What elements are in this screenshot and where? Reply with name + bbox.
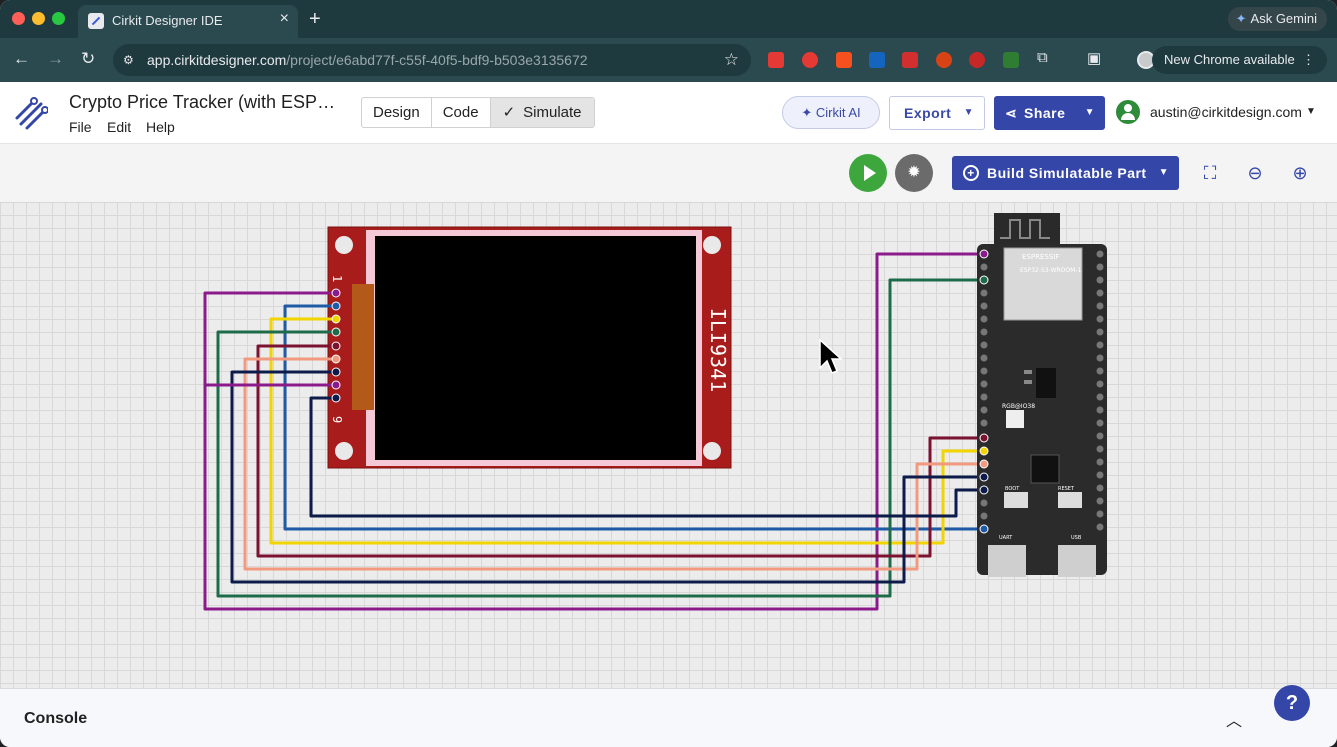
export-button[interactable]: Export ▼	[889, 96, 985, 130]
simulation-toolbar: ✹ + Build Simulatable Part ▼ ⛶ ⊖ ⊕	[0, 144, 1337, 202]
url-host: app.cirkitdesigner.com	[147, 52, 286, 68]
extension-icon[interactable]	[902, 52, 918, 68]
usb-label: USB	[1071, 535, 1082, 541]
gemini-icon: ✦	[1236, 11, 1247, 26]
address-bar[interactable]: ⚙ app.cirkitdesigner.com/project/e6abd77…	[113, 44, 751, 76]
tab-search-icon[interactable]: ▣	[1087, 49, 1101, 67]
display-pins	[332, 289, 340, 402]
browser-toolbar: ← → ↻ ⚙ app.cirkitdesigner.com/project/e…	[0, 38, 1337, 82]
chevron-down-icon: ▼	[964, 97, 974, 129]
display-screen	[375, 236, 696, 460]
debug-bug-icon[interactable]: ✹	[895, 154, 933, 192]
user-email[interactable]: austin@cirkitdesign.com	[1150, 104, 1302, 120]
ask-gemini-button[interactable]: ✦ Ask Gemini	[1228, 7, 1327, 31]
menu-edit[interactable]: Edit	[107, 119, 131, 135]
esp-brand: ESPRESSIF	[1022, 253, 1059, 261]
cirkit-ai-button[interactable]: ✦ Cirkit AI	[782, 96, 880, 129]
help-button[interactable]: ?	[1274, 685, 1310, 721]
tab-design[interactable]: Design	[362, 98, 432, 127]
build-simulatable-part-button[interactable]: + Build Simulatable Part ▼	[952, 156, 1179, 190]
console-panel[interactable]: Console ︿	[0, 688, 1337, 747]
checkmark-icon: ✓	[503, 104, 516, 121]
play-simulation-button[interactable]	[849, 154, 887, 192]
display-model-label: ILI9341	[706, 308, 730, 392]
minimize-window-button[interactable]	[32, 12, 45, 25]
close-window-button[interactable]	[12, 12, 25, 25]
tab-strip: Cirkit Designer IDE × + ✦ Ask Gemini	[0, 0, 1337, 38]
console-title: Console	[24, 710, 87, 728]
reload-icon[interactable]: ↻	[81, 49, 95, 69]
cirkit-logo-icon[interactable]	[14, 96, 48, 130]
uart-label: UART	[999, 535, 1013, 541]
zoom-out-icon[interactable]: ⊖	[1244, 162, 1266, 184]
zoom-in-icon[interactable]: ⊕	[1289, 162, 1311, 184]
chevron-down-icon: ▼	[1085, 96, 1095, 130]
share-button[interactable]: ⋖ Share ▼	[994, 96, 1105, 130]
share-label: Share	[1024, 105, 1065, 121]
extension-icon[interactable]	[936, 52, 952, 68]
extension-icon[interactable]	[768, 52, 784, 68]
cirkit-favicon-icon	[88, 13, 104, 29]
share-icon: ⋖	[1005, 96, 1017, 130]
site-settings-icon[interactable]: ⚙	[123, 53, 137, 67]
esp32-s3-board[interactable]: ESPRESSIF ESP32-S3-WROOM-1 RGB@IO38 BOOT…	[977, 213, 1107, 577]
ili9341-display[interactable]: ILI9341 1 9	[328, 227, 731, 468]
boot-label: BOOT	[1005, 486, 1020, 492]
bookmark-star-icon[interactable]: ☆	[724, 50, 739, 70]
tab-title: Cirkit Designer IDE	[112, 13, 223, 28]
new-chrome-label: New Chrome available	[1164, 52, 1295, 67]
pin-9-label: 9	[330, 416, 344, 423]
export-label: Export	[904, 105, 951, 121]
back-arrow-icon[interactable]: ←	[13, 49, 30, 69]
pin-1-label: 1	[330, 275, 344, 282]
forward-arrow-icon[interactable]: →	[47, 49, 64, 69]
project-title[interactable]: Crypto Price Tracker (with ESP…	[69, 92, 335, 113]
build-simulatable-part-label: Build Simulatable Part	[987, 165, 1147, 181]
reset-label: RESET	[1058, 486, 1075, 492]
chevron-down-icon[interactable]: ▼	[1306, 106, 1316, 117]
esp-module: ESP32-S3-WROOM-1	[1020, 267, 1081, 274]
menu-file[interactable]: File	[69, 119, 92, 135]
new-chrome-available-button[interactable]: New Chrome available ⋮	[1152, 46, 1327, 74]
app-header: Crypto Price Tracker (with ESP… File Edi…	[0, 82, 1337, 144]
extension-icon[interactable]	[869, 52, 885, 68]
sparkle-icon: ✦	[801, 105, 812, 120]
add-circle-icon: +	[963, 165, 979, 181]
extensions-puzzle-icon[interactable]: ⧉	[1037, 49, 1048, 66]
browser-tab[interactable]: Cirkit Designer IDE ×	[78, 5, 298, 38]
circuit-canvas[interactable]: ILI9341 1 9	[0, 202, 1337, 688]
new-tab-icon[interactable]: +	[309, 8, 321, 31]
close-icon[interactable]: ×	[280, 10, 289, 28]
user-account-icon[interactable]	[1116, 100, 1140, 124]
url-path: /project/e6abd77f-c55f-40f5-bdf9-b503e31…	[286, 52, 587, 68]
circuit-drawing: ILI9341 1 9	[0, 202, 1337, 688]
menu-help[interactable]: Help	[146, 119, 175, 135]
tab-simulate-label: Simulate	[523, 104, 581, 121]
tab-simulate[interactable]: ✓ Simulate	[491, 98, 594, 127]
rgb-label: RGB@IO38	[1002, 403, 1035, 410]
cirkit-ai-label: Cirkit AI	[816, 105, 861, 120]
chevron-down-icon: ▼	[1159, 156, 1169, 190]
mouse-cursor-icon	[820, 340, 841, 373]
fit-to-screen-icon[interactable]: ⛶	[1199, 162, 1221, 184]
mode-switcher: Design Code ✓ Simulate	[361, 97, 595, 128]
chevron-up-icon[interactable]: ︿	[1226, 707, 1242, 731]
extension-icon[interactable]	[836, 52, 852, 68]
extension-icon[interactable]	[802, 52, 818, 68]
extension-icon[interactable]	[1003, 52, 1019, 68]
tab-code[interactable]: Code	[432, 98, 491, 127]
extension-icon[interactable]	[969, 52, 985, 68]
ask-gemini-label: Ask Gemini	[1251, 11, 1317, 26]
maximize-window-button[interactable]	[52, 12, 65, 25]
url-text: app.cirkitdesigner.com/project/e6abd77f-…	[147, 52, 588, 68]
